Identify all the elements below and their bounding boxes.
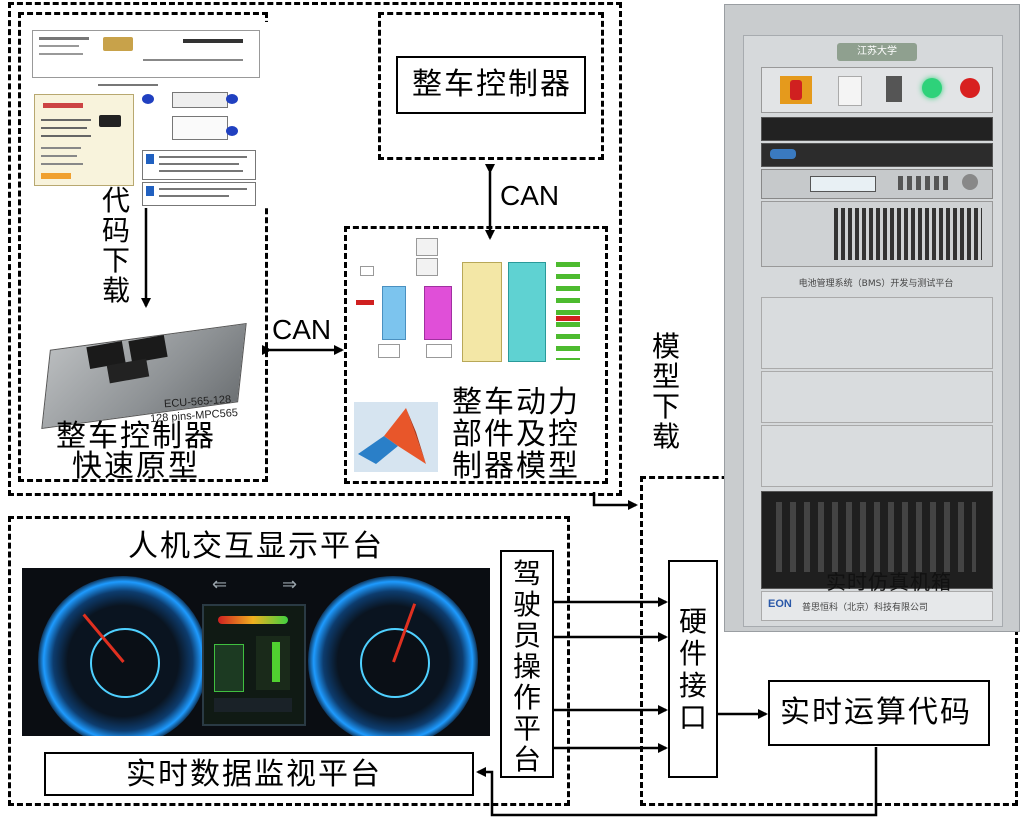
rapid-prototype-frame <box>18 12 268 482</box>
cabinet-brand-text: 普思恒科（北京）科技有限公司 <box>802 603 929 613</box>
driver-platform-box: 驾驶员操作平台 <box>500 550 554 778</box>
simulink-model-image <box>350 236 602 366</box>
can-top-label: CAN <box>500 180 560 211</box>
center-display <box>202 604 306 726</box>
upper-system-frame <box>8 2 622 496</box>
doc-product-card <box>34 94 134 186</box>
model-label-1: 整车动力 <box>452 385 580 420</box>
dashboard-image: ⇐ ⇒ <box>22 568 490 736</box>
realtime-chassis-label: 实时仿真机箱 <box>826 570 952 594</box>
driver-platform-label: 驾驶员操作平台 <box>512 557 541 776</box>
can-left-label: CAN <box>272 314 332 345</box>
rapid-prototype-label-1: 整车控制器 <box>56 419 216 454</box>
doc-note-box-1 <box>142 150 256 180</box>
ecu-image: ECU-565-128 128 pins-MPC565 <box>38 318 258 429</box>
realtime-monitor-label: 实时数据监视平台 <box>126 757 382 792</box>
cabinet-nameplate: 江苏大学 <box>837 43 917 61</box>
cabinet-brand: EON <box>768 598 792 610</box>
vehicle-controller-frame <box>378 12 604 160</box>
model-download-arrow <box>592 492 638 510</box>
realtime-cabinet-image: 江苏大学 电池管理系统（BMS）开发与测试平台 EON 普思恒科（北京）科技有限… <box>724 4 1020 632</box>
realtime-code-box: 实时运算代码 <box>768 680 990 746</box>
hmi-frame <box>8 516 570 806</box>
cabinet-title-strip: 电池管理系统（BMS）开发与测试平台 <box>798 279 954 289</box>
hardware-interface-box: 硬件接口 <box>668 560 718 778</box>
doc-note-box-2 <box>142 182 256 206</box>
code-download-label: 代码下载 <box>101 184 130 307</box>
rpm-gauge <box>308 576 478 736</box>
matlab-logo-icon <box>354 402 438 472</box>
vehicle-controller-box: 整车控制器 <box>396 56 586 114</box>
rapid-prototype-label-2: 快速原型 <box>72 449 200 484</box>
realtime-monitor-box: 实时数据监视平台 <box>44 752 474 796</box>
model-frame <box>344 226 608 484</box>
doc-header-bar <box>32 30 260 78</box>
model-label-2: 部件及控 <box>452 417 580 452</box>
model-download-label: 模型下载 <box>651 330 680 453</box>
model-label-3: 制器模型 <box>452 449 580 484</box>
realtime-code-label: 实时运算代码 <box>780 695 972 730</box>
code-document-image <box>28 22 268 208</box>
speed-gauge <box>38 576 208 736</box>
hmi-label: 人机交互显示平台 <box>128 529 384 564</box>
code-to-monitor-arrow <box>476 747 878 817</box>
vehicle-controller-label: 整车控制器 <box>412 67 572 102</box>
cabinet-chassis <box>761 491 993 589</box>
hardware-interface-label: 硬件接口 <box>678 605 707 734</box>
